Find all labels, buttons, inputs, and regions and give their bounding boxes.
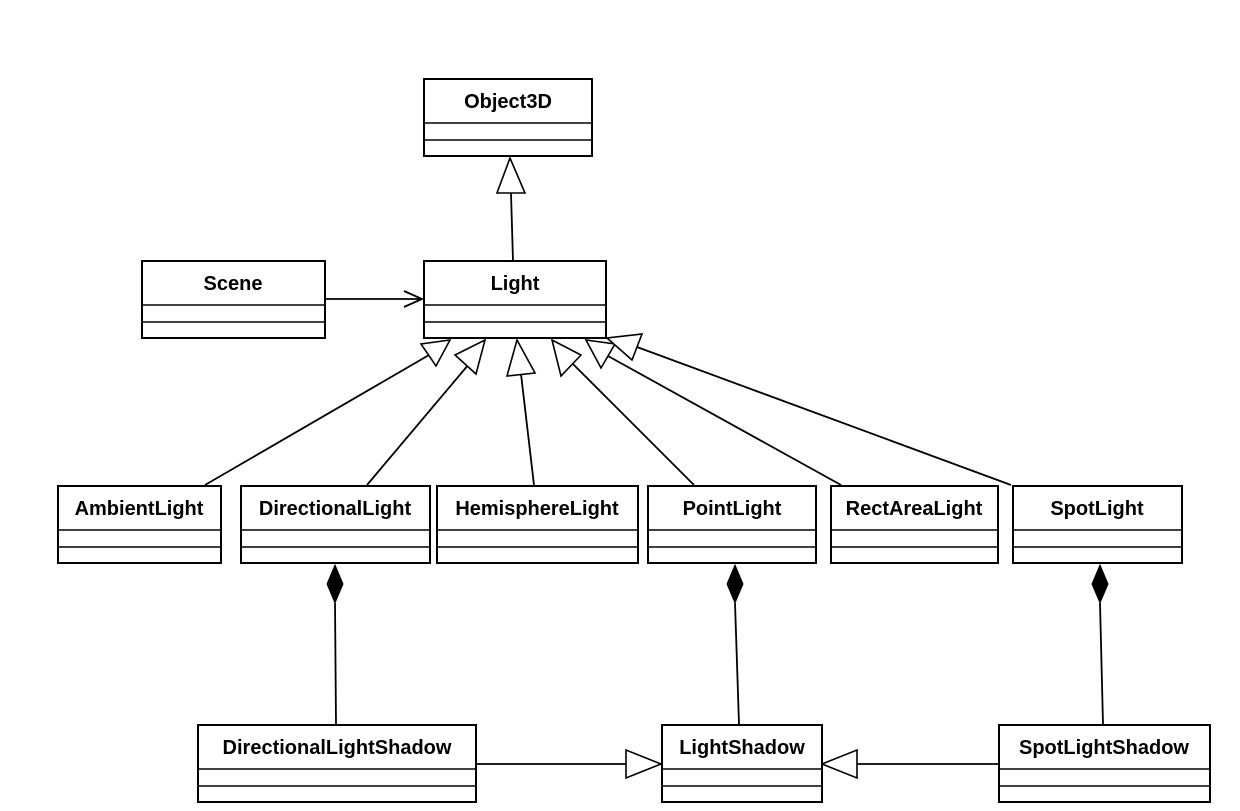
association-arrowhead — [403, 290, 425, 308]
edge-hemispherelight-to-light — [505, 337, 537, 486]
generalization-arrowhead — [505, 337, 537, 377]
class-scene[interactable]: Scene — [141, 260, 326, 339]
edge-spotlight-to-light — [605, 333, 1012, 486]
edge-directionallightshadow-to-lightshadow — [477, 748, 664, 780]
class-directionallightshadow[interactable]: DirectionalLightShadow — [197, 724, 477, 803]
edge-directionallightshadow-composition — [326, 563, 344, 725]
class-name: Light — [491, 273, 540, 295]
composition-diamond — [326, 563, 344, 605]
generalization-arrowhead — [453, 338, 487, 376]
class-spotlightshadow[interactable]: SpotLightShadow — [998, 724, 1211, 803]
class-object3d[interactable]: Object3D — [423, 78, 593, 157]
class-spotlight[interactable]: SpotLight — [1012, 485, 1183, 564]
class-name: HemisphereLight — [455, 498, 619, 520]
class-name: RectAreaLight — [846, 498, 983, 520]
generalization-arrowhead — [819, 748, 858, 780]
class-name: Object3D — [464, 91, 552, 113]
class-name: PointLight — [683, 498, 782, 520]
generalization-arrowhead — [495, 155, 527, 194]
composition-diamond — [1091, 563, 1109, 605]
class-directionallight[interactable]: DirectionalLight — [240, 485, 431, 564]
edge-spotlightshadow-to-lightshadow — [819, 748, 999, 780]
composition-diamond — [726, 563, 744, 605]
class-name: SpotLight — [1050, 498, 1144, 520]
generalization-arrowhead — [625, 748, 664, 780]
class-name: SpotLightShadow — [1019, 737, 1189, 759]
class-rectarealight[interactable]: RectAreaLight — [830, 485, 999, 564]
edge-ambientlight-to-light — [204, 338, 452, 486]
class-ambientlight[interactable]: AmbientLight — [57, 485, 222, 564]
edge-spotlightshadow-composition — [1091, 563, 1109, 725]
edge-pointlight-to-light — [550, 338, 695, 486]
class-hemispherelight[interactable]: HemisphereLight — [436, 485, 639, 564]
class-name: Scene — [204, 273, 263, 295]
class-light[interactable]: Light — [423, 260, 607, 339]
edge-directionallight-to-light — [366, 338, 487, 486]
edge-scene-to-light — [326, 290, 425, 308]
class-name: DirectionalLight — [259, 498, 412, 520]
generalization-arrowhead — [584, 338, 617, 370]
class-pointlight[interactable]: PointLight — [647, 485, 817, 564]
generalization-arrowhead — [550, 338, 583, 378]
generalization-arrowhead — [419, 338, 452, 368]
generalization-arrowhead — [605, 333, 644, 362]
class-lightshadow[interactable]: LightShadow — [661, 724, 823, 803]
edge-lightshadow-composition — [726, 563, 744, 725]
edge-rectarealight-to-light — [584, 338, 842, 486]
edge-light-to-object3d — [495, 155, 527, 262]
class-name: AmbientLight — [75, 498, 204, 520]
class-name: LightShadow — [679, 737, 805, 759]
class-name: DirectionalLightShadow — [223, 737, 452, 759]
